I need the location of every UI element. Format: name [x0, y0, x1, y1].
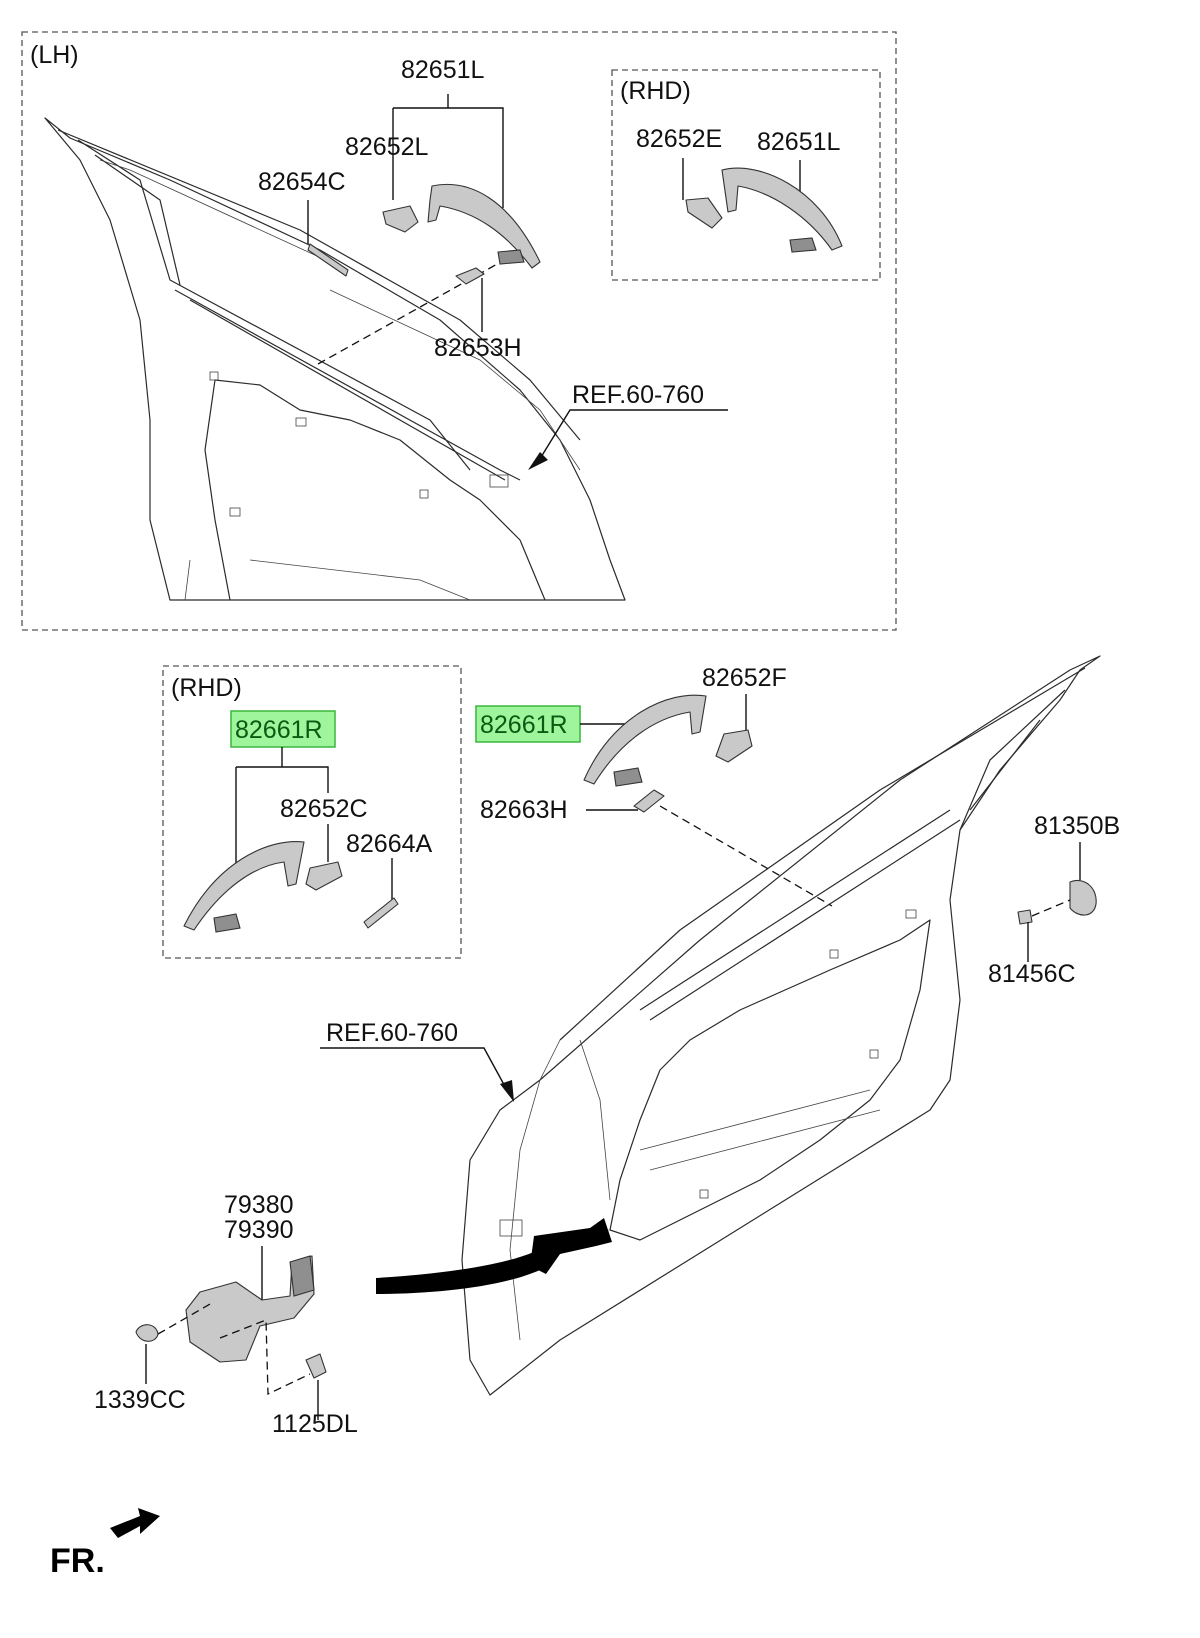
bottom-rhd-frame: [162, 665, 462, 959]
door-handle-icon: [721, 167, 843, 251]
gasket-icon: [307, 243, 349, 277]
handle-cover-icon: [305, 861, 343, 891]
door-checker-icon: [185, 1255, 315, 1363]
door-handle-icon: [583, 694, 707, 785]
bottom-rhd-title: (RHD): [171, 674, 242, 702]
label-ref-bottom: REF.60-760: [326, 1019, 458, 1047]
top-rhd-frame: [611, 69, 881, 281]
label-82654C: 82654C: [258, 168, 346, 196]
label-82651L: 82651L: [401, 56, 485, 84]
handle-cover-icon: [685, 197, 723, 229]
gasket-icon: [455, 267, 485, 285]
gasket-icon: [363, 897, 399, 929]
door-handle-icon: [183, 841, 305, 931]
rh-door-outline: [461, 655, 1101, 1396]
lh-door-outline: [44, 117, 626, 601]
label-82652E: 82652E: [636, 125, 722, 153]
bottom-rhd-inset: (RHD) 82661R 82652C 82664A: [162, 665, 462, 959]
label-79380: 79380: [224, 1191, 294, 1219]
bolt-icon: [135, 1324, 159, 1342]
highlight-82661R-inset: [230, 710, 336, 748]
label-81350B: 81350B: [1034, 812, 1120, 840]
ref-arrowhead: [528, 452, 548, 470]
door-checker-icon: [530, 1218, 612, 1274]
label-ref-top: REF.60-760: [572, 381, 704, 409]
label-82652C: 82652C: [280, 795, 368, 823]
assembly-dashline-rh: [659, 805, 833, 907]
gasket-icon: [633, 789, 665, 813]
handle-cover-icon: [382, 205, 419, 233]
label-82663H: 82663H: [480, 796, 568, 824]
label-82661R-inset: 82661R: [235, 716, 323, 744]
label-1125DL: 1125DL: [272, 1410, 358, 1438]
fr-label: FR.: [50, 1542, 105, 1580]
label-1339CC: 1339CC: [94, 1386, 186, 1414]
bolt-icon: [305, 1353, 327, 1379]
door-handle-icon: [427, 183, 541, 269]
top-panel-title: (LH): [30, 41, 79, 69]
label-81456C: 81456C: [988, 960, 1076, 988]
label-82653H: 82653H: [434, 334, 522, 362]
label-79390: 79390: [224, 1216, 294, 1244]
front-direction-marker: FR.: [50, 1508, 160, 1580]
striker-icon: [1069, 880, 1097, 916]
label-82664A: 82664A: [346, 830, 433, 858]
label-82651L-rhd: 82651L: [757, 128, 841, 156]
highlight-82661R-main: [475, 705, 581, 743]
front-arrow-icon: [110, 1508, 160, 1538]
bottom-main: 82661R 82652F 82663H 81350B 81456C REF.6…: [94, 655, 1120, 1438]
top-rhd-inset: (RHD) 82652E 82651L: [611, 69, 881, 281]
callout-wedge: [376, 1252, 540, 1294]
ref-arrowhead: [500, 1080, 514, 1102]
bolt-icon: [1017, 909, 1033, 925]
label-82652L: 82652L: [345, 133, 429, 161]
top-panel-lh: (LH): [21, 31, 897, 631]
handle-cover-icon: [715, 729, 753, 763]
top-rhd-title: (RHD): [620, 77, 691, 105]
label-82661R-main: 82661R: [480, 711, 568, 739]
top-panel-frame: [21, 31, 897, 631]
assembly-dashline-lh: [317, 257, 509, 365]
label-82652F: 82652F: [702, 664, 787, 692]
